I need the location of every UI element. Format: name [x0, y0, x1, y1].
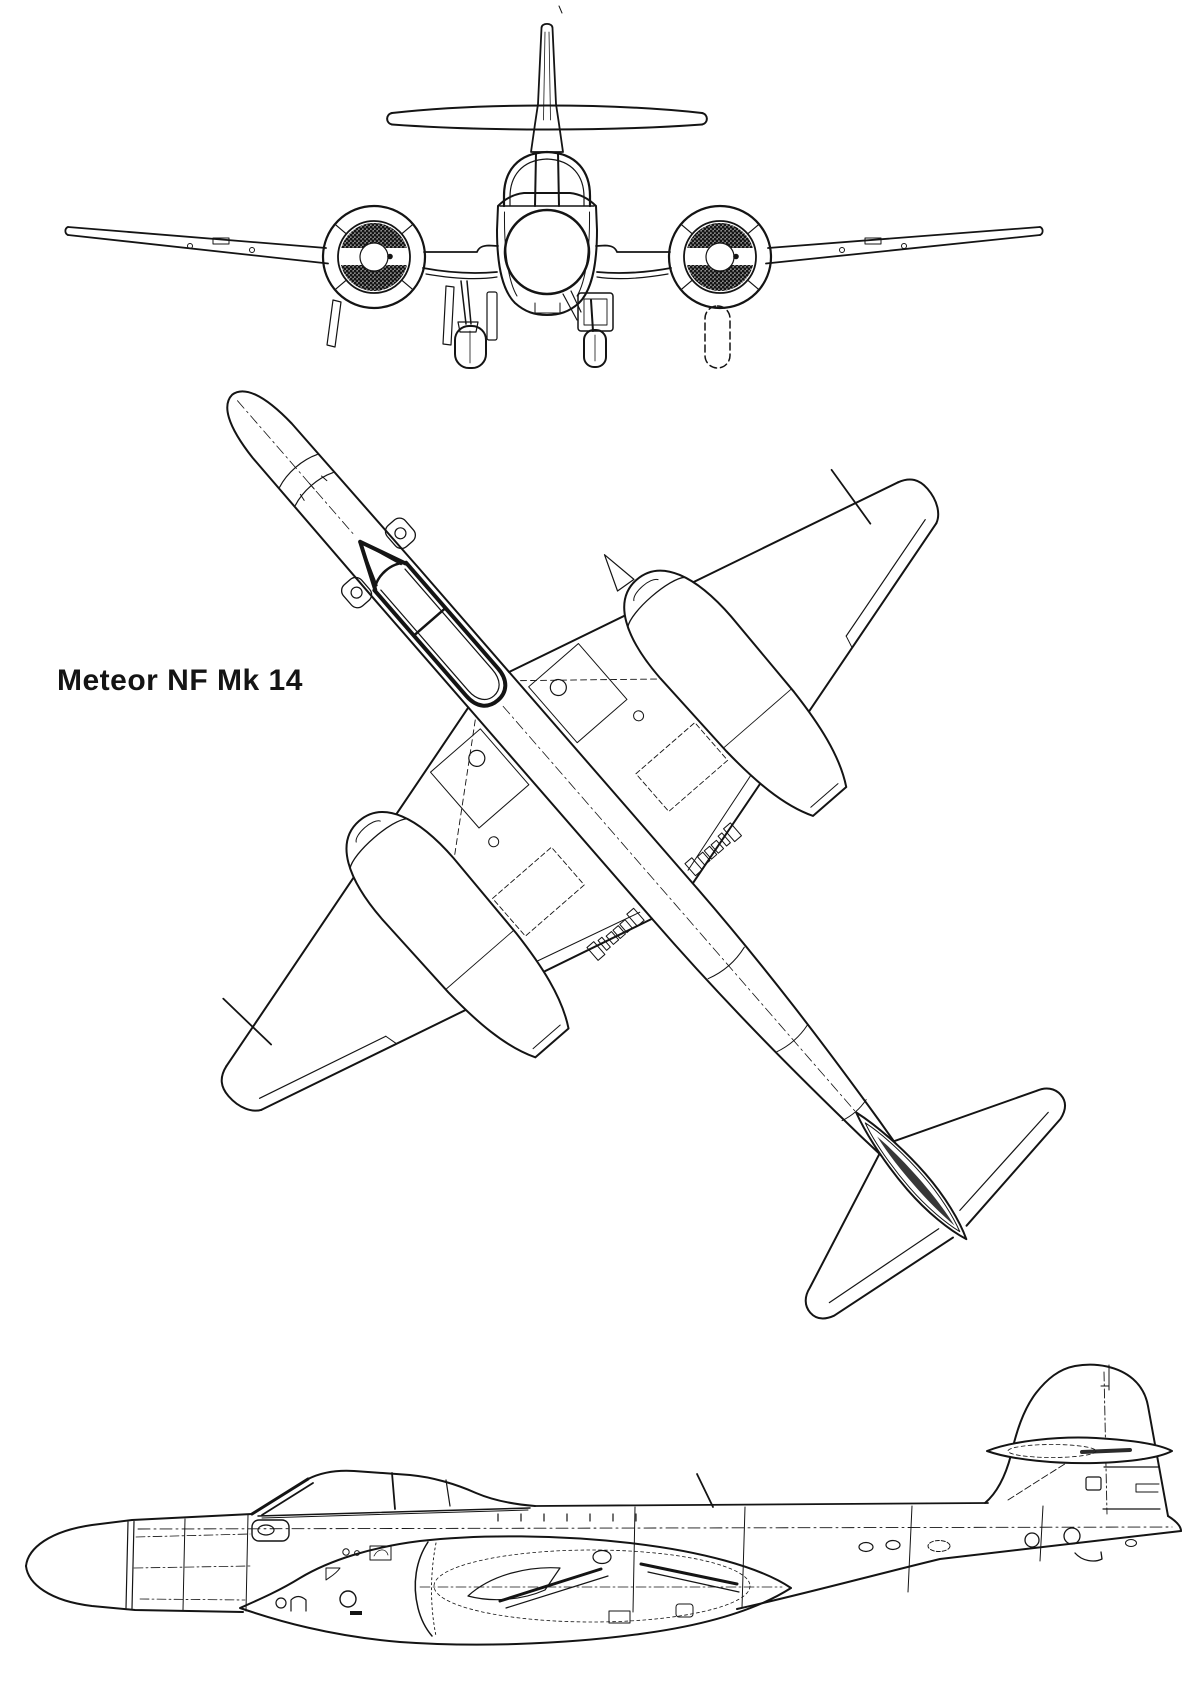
- plan-view: [220, 390, 1066, 1320]
- side-canopy: [257, 1472, 531, 1519]
- plan-wing-root-details: [430, 643, 742, 961]
- side-wing-nacelle: [239, 1535, 792, 1646]
- front-landing-gear: [442, 280, 614, 369]
- front-canopy: [499, 150, 595, 208]
- plan-wings: [220, 468, 940, 1112]
- plan-nacelle-starboard: [603, 554, 848, 817]
- plan-tailplane: [804, 1087, 1066, 1320]
- front-tailplane: [386, 104, 708, 131]
- front-wings: [64, 226, 1044, 280]
- front-view: [64, 5, 1044, 369]
- starboard-pitot: [830, 468, 872, 525]
- drawing-title-label: Meteor NF Mk 14: [57, 664, 303, 697]
- front-nose-radome: [503, 208, 591, 296]
- side-view: [25, 1363, 1182, 1646]
- front-nacelle-right: [667, 204, 773, 310]
- front-fuselage: [496, 192, 598, 316]
- aerial-mast: [696, 1473, 714, 1508]
- side-fuselage-details: [251, 1473, 1137, 1615]
- front-fin: [530, 22, 564, 153]
- side-fin: [984, 1363, 1173, 1517]
- plan-canopy: [358, 539, 508, 708]
- plan-hatches: [340, 517, 417, 609]
- front-nacelle-left: [321, 204, 427, 348]
- plan-nacelle-port: [345, 811, 570, 1059]
- plan-fin: [855, 1111, 968, 1241]
- side-fuselage: [25, 1469, 1182, 1613]
- port-pitot: [222, 997, 273, 1046]
- front-ventral-tank-outline: [704, 305, 731, 369]
